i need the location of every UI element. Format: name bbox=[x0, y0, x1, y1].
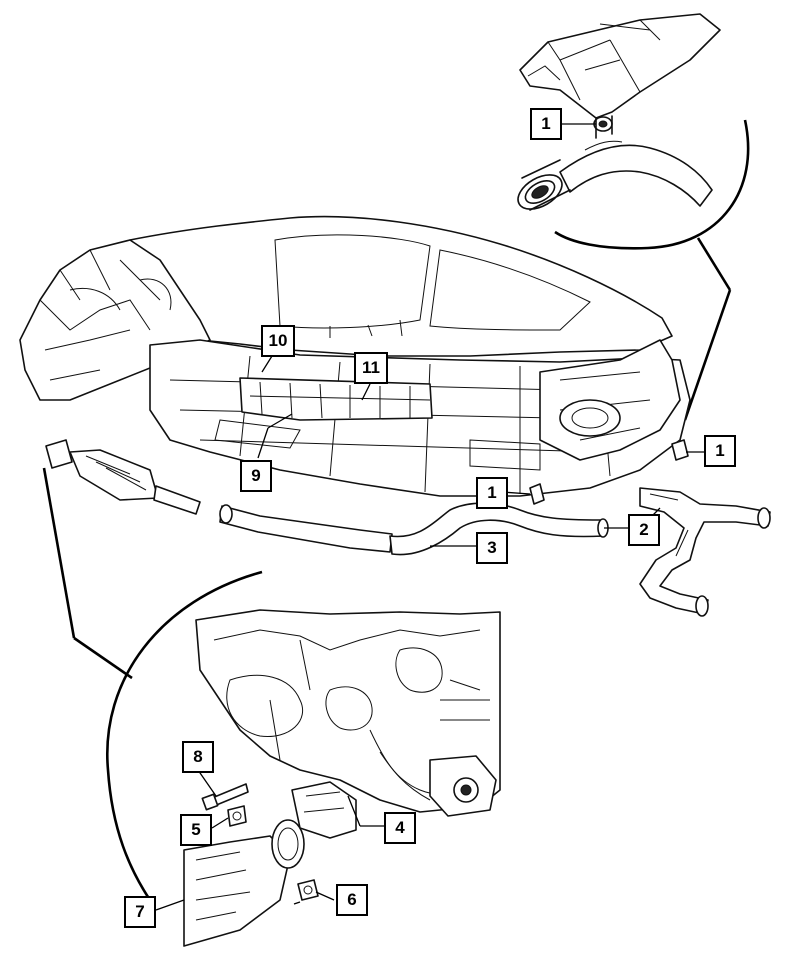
callout-6[interactable]: 6 bbox=[336, 884, 368, 916]
vehicle-underbody bbox=[19, 215, 691, 505]
callout-1-center[interactable]: 1 bbox=[476, 477, 508, 509]
bottom-inset-boundary bbox=[105, 570, 263, 901]
engine-detail bbox=[183, 609, 501, 947]
callout-9[interactable]: 9 bbox=[240, 460, 272, 492]
callout-11[interactable]: 11 bbox=[354, 352, 388, 384]
callout-8[interactable]: 8 bbox=[182, 741, 214, 773]
top-inset-boundary bbox=[554, 119, 750, 250]
callout-leaders bbox=[155, 123, 704, 911]
callout-2[interactable]: 2 bbox=[628, 514, 660, 546]
callout-1-right[interactable]: 1 bbox=[704, 435, 736, 467]
callout-1-top[interactable]: 1 bbox=[530, 108, 562, 140]
callout-7[interactable]: 7 bbox=[124, 896, 156, 928]
callout-3[interactable]: 3 bbox=[476, 532, 508, 564]
tailpipe-hanger-detail bbox=[517, 13, 721, 211]
exhaust-system bbox=[45, 439, 771, 617]
callout-10[interactable]: 10 bbox=[261, 325, 295, 357]
callout-4[interactable]: 4 bbox=[384, 812, 416, 844]
callout-5[interactable]: 5 bbox=[180, 814, 212, 846]
